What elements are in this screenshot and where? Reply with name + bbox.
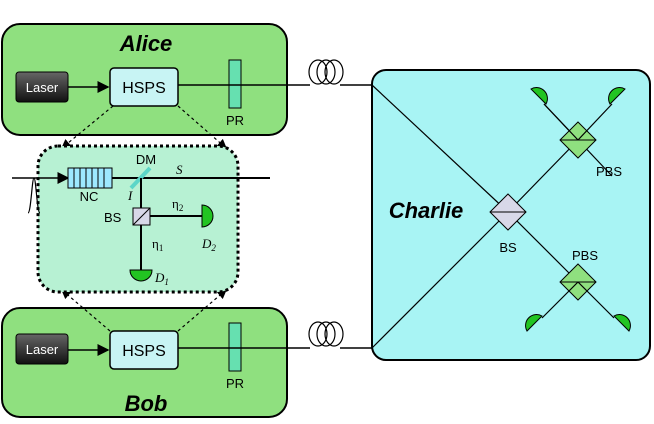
alice-hsps-label: HSPS [122,80,166,97]
detector-top-left-icon [530,87,548,105]
d1-label: D1 [154,270,169,287]
alice-pr-label: PR [226,113,244,128]
alice-laser-label: Laser [26,80,59,95]
detector-bottom-right-icon [613,314,631,332]
bob-hsps-label: HSPS [122,343,166,360]
bob-pr-label: PR [226,376,244,391]
bob-hsps [109,330,179,370]
alice-pr [228,59,242,109]
eta1-label: η1 [152,236,163,253]
bob-pr [228,322,242,372]
alice-fiber [178,59,372,86]
fiber-coil-icon [308,59,328,85]
source-detail: NC DM S I BS η2 D2 η1 D1 [12,105,270,332]
pbs-bottom-label: PBS [572,248,598,263]
detector-d1-icon [129,269,153,282]
bob-laser [15,333,69,365]
nc-crystal [67,167,113,189]
pbs-top-label: PBS [596,164,622,179]
bob-panel: Laser HSPS PR Bob [1,307,288,418]
bob-fiber [178,321,372,349]
dm-label: DM [136,152,156,167]
alice-hsps [109,67,179,107]
s-label: S [176,162,183,177]
alice-panel: Alice Laser HSPS PR [1,23,288,136]
i-label: I [127,188,133,203]
charlie-panel: Charlie BS PBS PBS [371,69,651,361]
charlie-bs-label: BS [499,240,517,255]
alice-title: Alice [119,31,173,56]
detector-d2-icon [201,204,214,228]
detector-bottom-left-icon [525,314,543,332]
nc-label: NC [80,189,99,204]
detail-bs-label: BS [104,210,122,225]
detector-top-right-icon [608,87,626,105]
fiber-coil-icon [308,321,328,347]
bob-laser-label: Laser [26,342,59,357]
eta2-label: η2 [172,196,183,213]
d2-label: D2 [201,236,216,253]
charlie-title: Charlie [389,198,464,223]
bob-title: Bob [125,391,168,416]
